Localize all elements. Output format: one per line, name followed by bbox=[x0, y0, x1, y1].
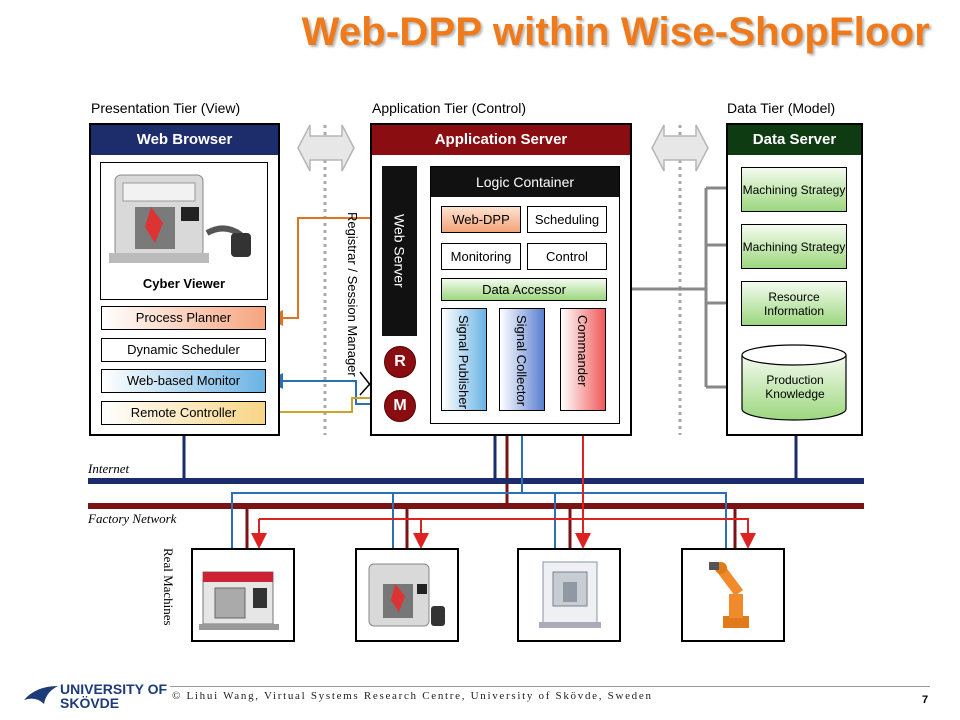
commander-module[interactable]: Commander bbox=[560, 308, 606, 411]
page-number: 7 bbox=[922, 694, 929, 706]
presentation-tier-label: Presentation Tier (View) bbox=[91, 100, 241, 116]
machine-1[interactable] bbox=[191, 548, 295, 642]
machine-tool-image bbox=[109, 174, 251, 263]
university-logo bbox=[22, 682, 60, 711]
cyber-viewer[interactable]: Cyber Viewer bbox=[100, 162, 268, 300]
web-server-label: Web Server bbox=[391, 214, 408, 288]
signal-collector-module[interactable]: Signal Collector bbox=[499, 308, 545, 411]
machining-strategy-item-1[interactable]: Machining Strategy bbox=[741, 167, 847, 212]
session-manager-label: Registrar / Session Manager bbox=[345, 212, 360, 377]
machining-strategy-item-2[interactable]: Machining Strategy bbox=[741, 224, 847, 269]
data-accessor-module[interactable]: Data Accessor bbox=[441, 278, 607, 301]
web-based-monitor-item[interactable]: Web-based Monitor bbox=[101, 369, 266, 393]
university-name-line1: UNIVERSITY OF bbox=[60, 681, 168, 697]
machine-3[interactable] bbox=[517, 548, 621, 642]
industrial-robot-icon bbox=[709, 562, 749, 628]
factory-network-bar bbox=[88, 503, 864, 509]
slide-title: Web-DPP within Wise-ShopFloor bbox=[301, 10, 930, 54]
web-dpp-module[interactable]: Web-DPP bbox=[441, 206, 521, 233]
university-name-line2: SKÖVDE bbox=[60, 695, 120, 711]
monitoring-module[interactable]: Monitoring bbox=[441, 243, 521, 270]
machine-2[interactable] bbox=[355, 548, 459, 642]
machine-frame-icon bbox=[539, 561, 601, 628]
web-server-block: Web Server bbox=[382, 166, 417, 336]
university-name: UNIVERSITY OF SKÖVDE bbox=[60, 682, 167, 710]
signal-publisher-module[interactable]: Signal Publisher bbox=[441, 308, 487, 411]
internet-bar bbox=[88, 478, 864, 484]
data-server-header: Data Server bbox=[728, 125, 861, 155]
registrar-r-badge: R bbox=[384, 346, 416, 378]
logic-container-header: Logic Container bbox=[431, 167, 619, 197]
machining-center-icon bbox=[368, 563, 445, 627]
production-knowledge-label: Production Knowledge bbox=[765, 373, 825, 401]
cyber-viewer-label: Cyber Viewer bbox=[142, 276, 226, 291]
cnc-machine-icon bbox=[199, 571, 279, 630]
footer-copyright: © Lihui Wang, Virtual Systems Research C… bbox=[172, 690, 653, 702]
control-module[interactable]: Control bbox=[527, 243, 607, 270]
dynamic-scheduler-item[interactable]: Dynamic Scheduler bbox=[101, 338, 266, 362]
web-browser-header: Web Browser bbox=[91, 125, 278, 155]
bidirectional-arrow-right bbox=[651, 124, 709, 172]
application-tier-label: Application Tier (Control) bbox=[372, 100, 527, 116]
database-cylinder-icon bbox=[741, 344, 847, 421]
remote-controller-item[interactable]: Remote Controller bbox=[101, 401, 266, 425]
manager-m-badge: M bbox=[384, 390, 416, 422]
machine-4[interactable] bbox=[681, 548, 785, 642]
data-tier-label: Data Tier (Model) bbox=[727, 100, 836, 116]
bidirectional-arrow-left bbox=[297, 124, 355, 172]
footer-rule bbox=[170, 686, 930, 687]
process-planner-item[interactable]: Process Planner bbox=[101, 306, 266, 330]
factory-network-label: Factory Network bbox=[88, 511, 177, 526]
resource-information-item[interactable]: Resource Information bbox=[741, 281, 847, 326]
scheduling-module[interactable]: Scheduling bbox=[527, 206, 607, 233]
university-bird-logo-icon bbox=[24, 686, 58, 704]
internet-label: Internet bbox=[88, 461, 130, 476]
application-server-header: Application Server bbox=[372, 125, 630, 155]
real-machines-label: Real Machines bbox=[161, 548, 176, 626]
